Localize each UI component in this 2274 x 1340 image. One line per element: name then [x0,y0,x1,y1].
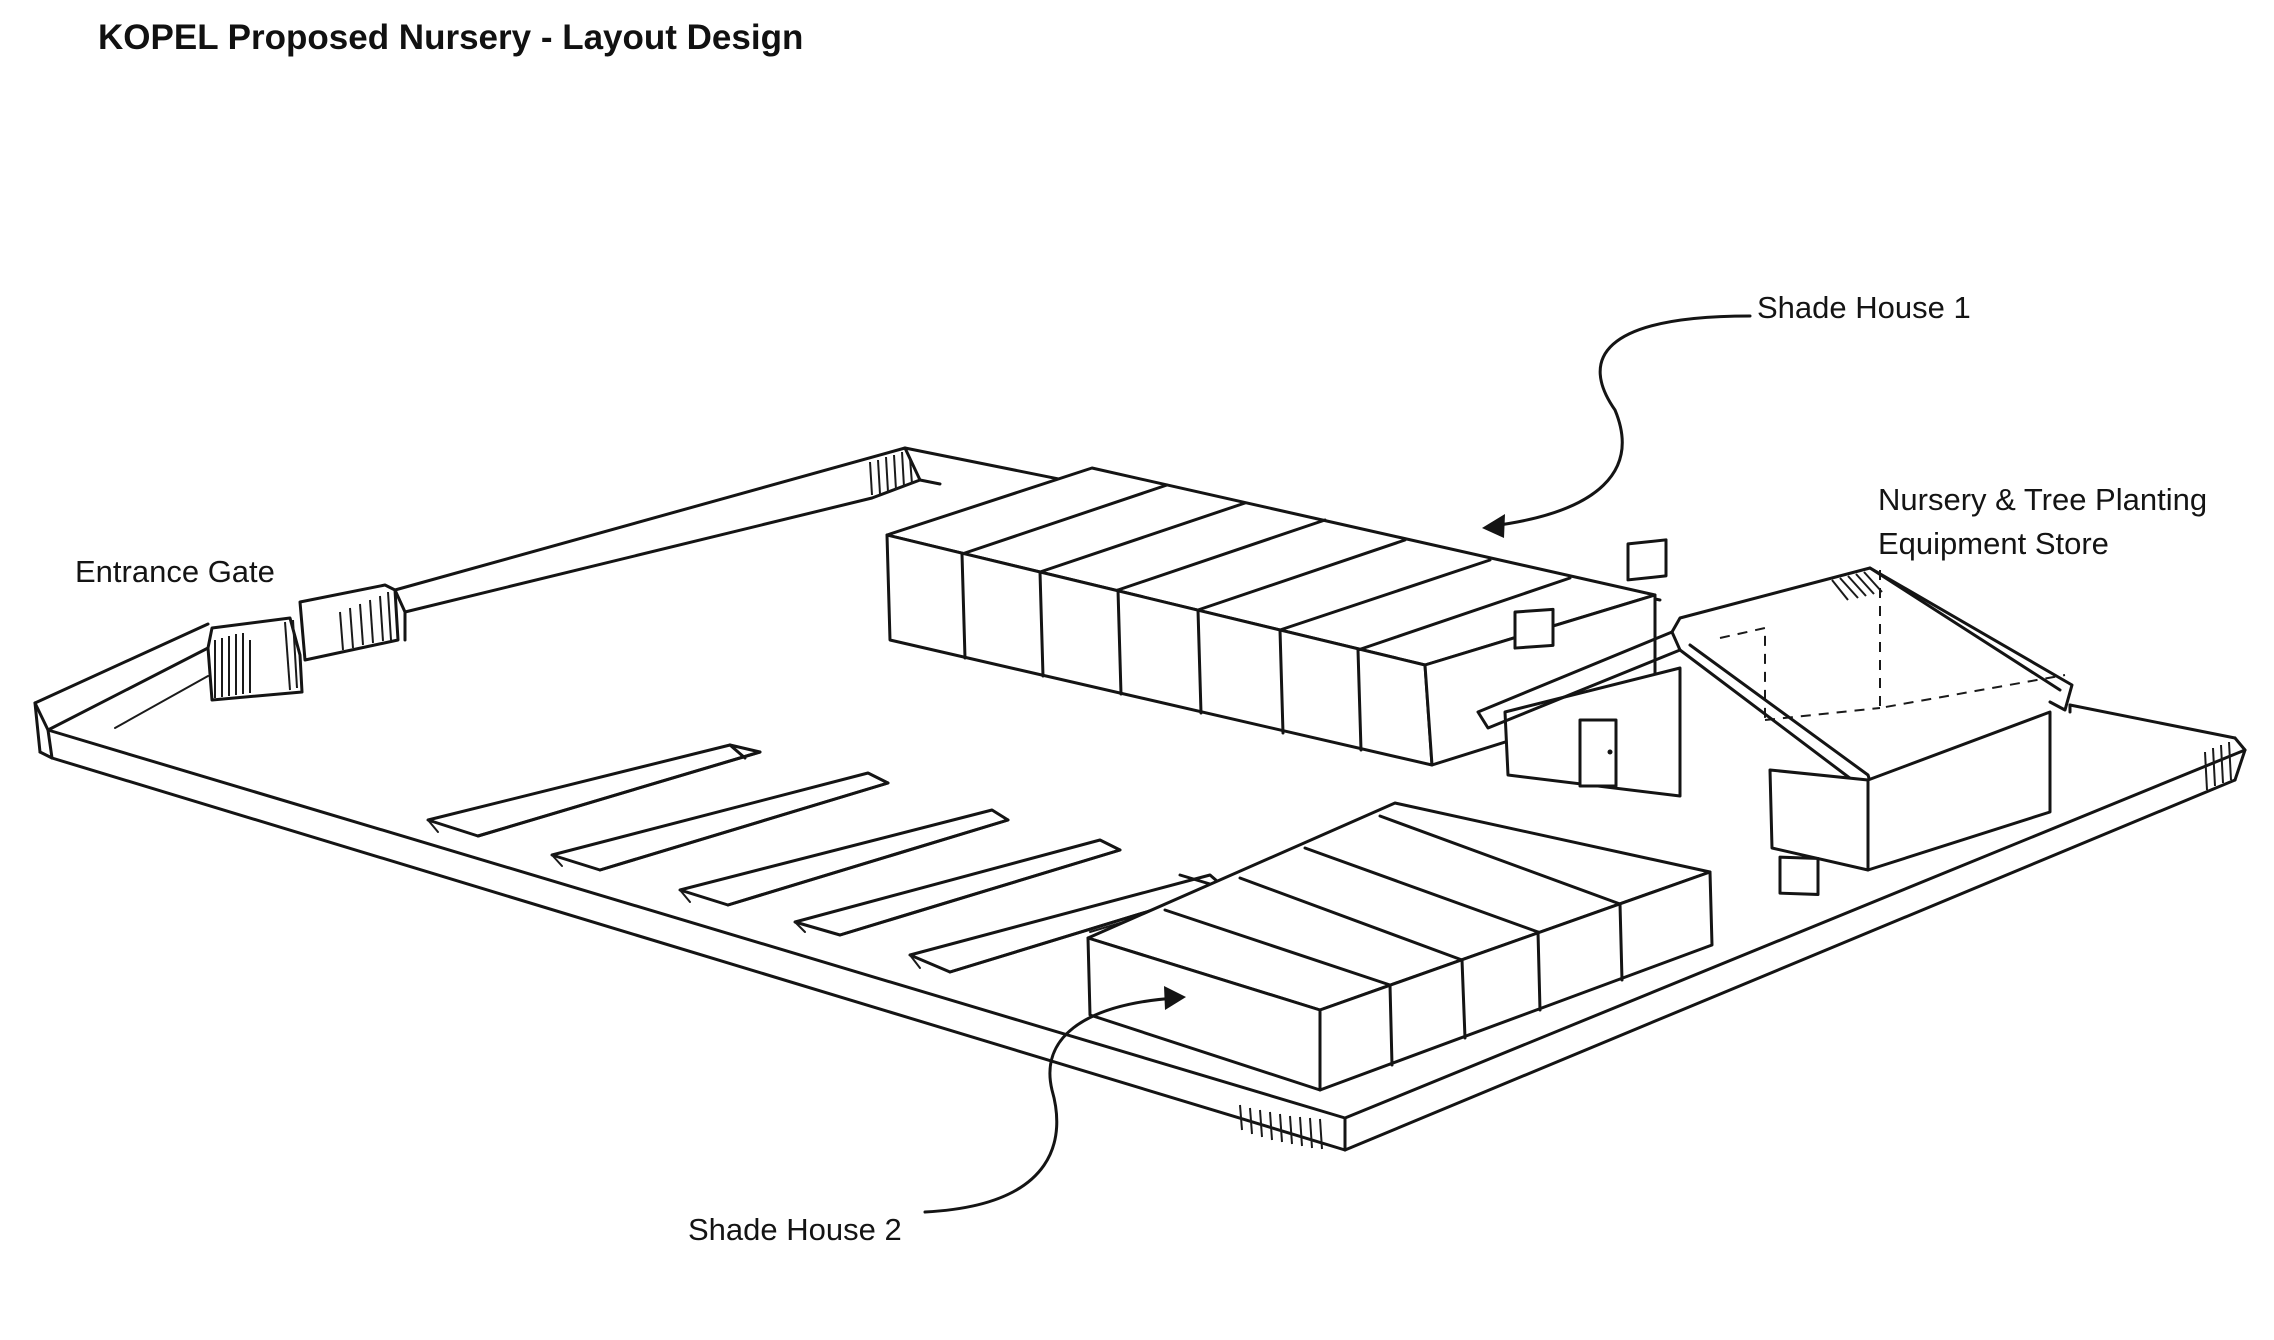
diagram-title: KOPEL Proposed Nursery - Layout Design [98,18,804,57]
equipment-store [1476,538,2074,896]
seedling-beds [426,743,1232,974]
arrow-shade-house-2 [923,986,1186,1214]
shade-house-1 [885,466,1657,767]
label-shade-house-2: Shade House 2 [688,1212,902,1247]
shade-house-2 [1086,801,1714,1092]
label-shade-house-1: Shade House 1 [1757,290,1971,325]
label-store-line1: Nursery & Tree Planting [1878,482,2208,517]
label-entrance-gate: Entrance Gate [75,554,275,589]
entrance-gate [206,583,400,702]
arrow-shade-house-1 [1482,314,1752,538]
label-store-line2: Equipment Store [1878,526,2109,561]
